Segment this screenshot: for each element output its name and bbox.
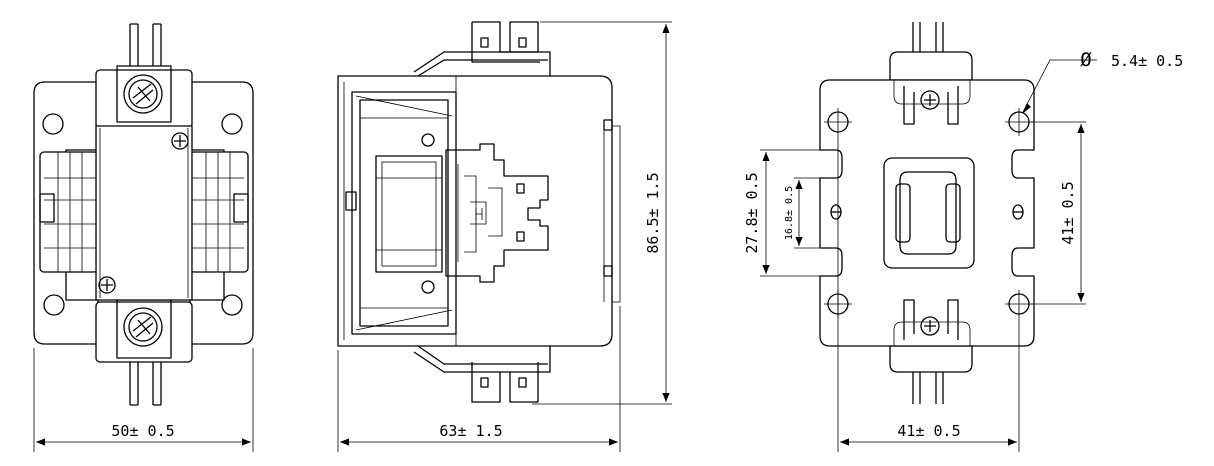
- side-coil: [375, 155, 443, 273]
- side-frame-hole-tl: [421, 133, 435, 147]
- side-top-bracket: [413, 51, 551, 77]
- front-center-cover: [95, 125, 193, 301]
- front-mount-hole-tr: [221, 113, 243, 135]
- back-hole-leader-line: [1022, 59, 1097, 113]
- back-top-clip: [903, 86, 959, 125]
- side-bottom-terminal-hole-a: [480, 377, 489, 388]
- back-center-u-clip: [899, 171, 957, 255]
- back-center-clip-right: [945, 183, 961, 243]
- front-bottom-terminals: [129, 362, 162, 406]
- back-hole-tr: [1005, 108, 1033, 136]
- back-top-inner-contour: [893, 80, 971, 105]
- back-right-slot-icon: [1012, 204, 1024, 220]
- front-mount-hole-tl: [42, 113, 64, 135]
- side-top-terminal-hole-a: [480, 37, 489, 48]
- front-cover-screw-top-icon: [171, 132, 189, 150]
- back-top-screw-icon: [920, 90, 940, 110]
- back-hole-diameter-symbol: Ø: [1080, 49, 1092, 71]
- front-bottom-screw-icon: [123, 307, 163, 347]
- front-top-screw-icon: [123, 74, 163, 114]
- front-base-plate-right: [189, 81, 254, 345]
- back-spacing-label: 41± 0.5: [1059, 181, 1077, 244]
- back-center-bracket: [883, 157, 975, 269]
- back-bottom-screw-icon: [920, 316, 940, 336]
- front-top-terminals: [129, 23, 162, 66]
- front-view: 50± 0.5: [33, 23, 254, 452]
- side-coil-bands: [376, 177, 442, 251]
- side-frame-diagonals: [355, 95, 453, 331]
- back-hole-tl: [824, 108, 852, 136]
- back-hole-diameter-label: 5.4± 0.5: [1111, 52, 1183, 70]
- back-top-terminals: [912, 22, 944, 52]
- side-right-bump-bottom: [603, 265, 613, 277]
- side-width-label: 63± 1.5: [439, 422, 502, 440]
- side-right-bump-top: [603, 119, 613, 131]
- back-hole-br: [1005, 290, 1033, 318]
- front-bottom-housing: [95, 301, 193, 363]
- back-width-label: 41± 0.5: [897, 422, 960, 440]
- side-coil-frame: [351, 91, 457, 335]
- front-cover-screw-bottom-icon: [98, 276, 116, 294]
- front-base-plate: [33, 81, 99, 345]
- side-bottom-terminal-hole-b: [518, 377, 527, 388]
- front-left-contact: [39, 151, 99, 273]
- back-bottom-clip: [903, 299, 959, 340]
- back-hole-leader-arrow: [1022, 103, 1031, 114]
- back-bottom-housing: [889, 345, 973, 373]
- front-right-contact: [189, 151, 249, 273]
- front-width-label: 50± 0.5: [111, 422, 174, 440]
- front-cover-edges: [99, 128, 189, 298]
- side-bottom-bracket: [413, 345, 551, 373]
- side-height-label: 86.5± 1.5: [644, 172, 662, 253]
- front-mount-hole-br: [221, 294, 243, 316]
- back-bottom-inner-contour: [893, 321, 971, 346]
- back-bottom-terminals: [912, 370, 944, 404]
- side-contact-h-mark: [475, 208, 483, 220]
- front-top-housing: [95, 69, 193, 129]
- side-main-body: [337, 75, 613, 347]
- front-mount-hole-bl: [43, 294, 65, 316]
- side-frame-hole-bl: [421, 280, 435, 294]
- side-contact-block: [445, 143, 549, 283]
- side-contact-slot-top: [516, 183, 525, 194]
- back-top-housing: [889, 51, 973, 81]
- front-top-screw-block: [116, 65, 172, 123]
- front-right-contact-detail: [192, 152, 244, 272]
- back-view: Ø 5.4± 0.5 41± 0.5 27.8± 0.5 16.8± 0.5 4…: [743, 22, 1183, 452]
- side-coil-inner: [381, 161, 437, 267]
- side-bottom-terminals: [471, 362, 539, 403]
- front-left-contact-detail: [44, 152, 96, 272]
- back-outer-slot-label: 27.8± 0.5: [743, 172, 761, 253]
- side-top-terminals: [471, 21, 540, 63]
- back-inner-slot-label: 16.8± 0.5: [784, 186, 795, 240]
- side-left-nub: [345, 191, 357, 211]
- side-top-terminal-hole-b: [518, 37, 527, 48]
- front-left-spring: [39, 193, 55, 223]
- front-right-spring: [233, 193, 249, 223]
- side-view: 86.5± 1.5 63± 1.5: [337, 21, 672, 452]
- back-center-clip-left: [895, 183, 911, 243]
- side-contact-slot-bottom: [516, 231, 525, 242]
- back-left-slot-icon: [830, 204, 842, 220]
